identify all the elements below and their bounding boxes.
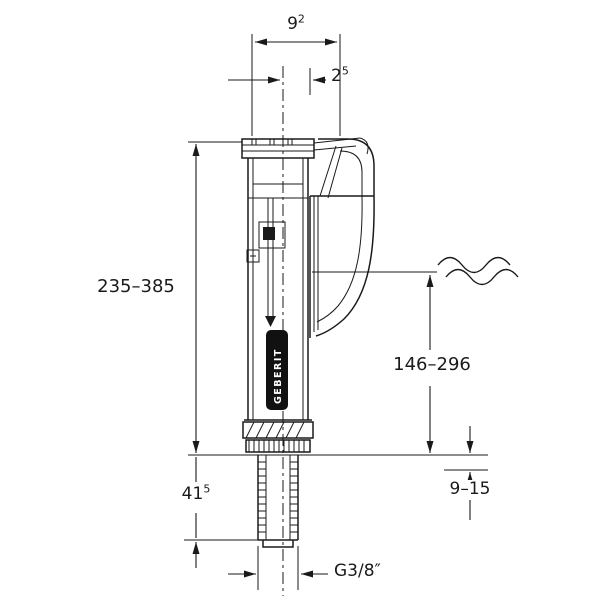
dim-top-width-label: 92 — [270, 12, 322, 35]
dim-shank-length-value: 41 — [181, 484, 204, 504]
dimension-extension-lines — [184, 34, 488, 590]
dim-center-offset-label: 25 — [331, 64, 349, 87]
dim-installation-height-label: 235–385 — [97, 276, 175, 297]
dim-shank-length-label: 415 — [164, 482, 228, 505]
dim-shank-length-sup: 5 — [203, 482, 211, 496]
dim-water-depth-label: 146–296 — [374, 354, 490, 376]
geberit-badge-text: GEBERIT — [273, 348, 284, 404]
dim-top-width-value: 9 — [287, 14, 298, 34]
dim-center-offset-value: 2 — [331, 66, 342, 86]
dim-center-offset-sup: 5 — [341, 64, 349, 78]
rod-pointer-icon — [265, 316, 276, 327]
dim-wall-thickness-label: 9–15 — [436, 479, 504, 500]
dim-thread-size-label: G3/8″ — [334, 561, 381, 581]
valve-outline — [241, 138, 375, 548]
valve-details — [242, 137, 369, 540]
dim-top-width-sup: 2 — [297, 12, 305, 26]
water-wave-icon — [437, 256, 519, 286]
geberit-badge: GEBERIT — [266, 330, 288, 410]
dimension-arrows — [192, 38, 474, 578]
